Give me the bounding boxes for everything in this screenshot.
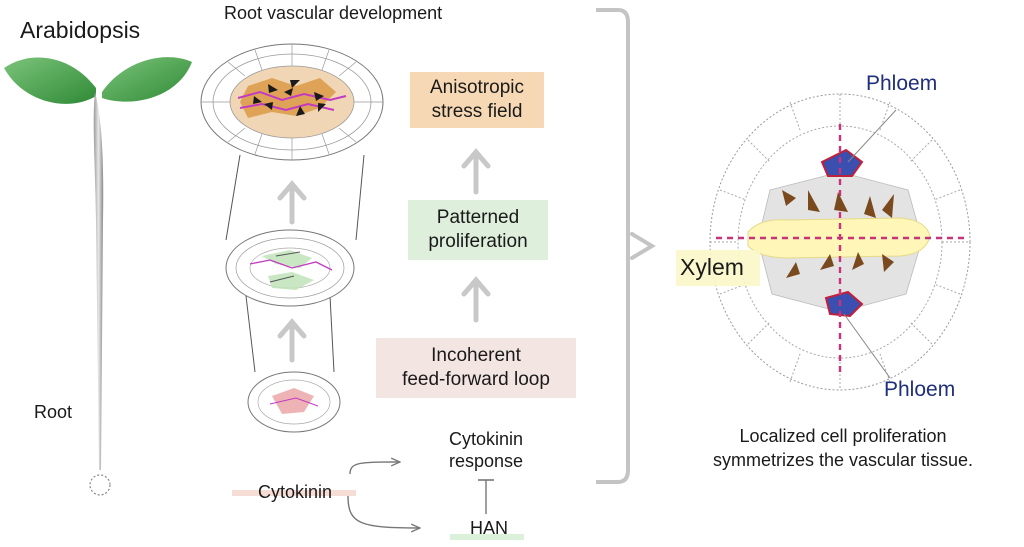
root-section-top bbox=[200, 43, 384, 161]
root-section-bottom bbox=[247, 371, 341, 433]
caption-line2: symmetrizes the vascular tissue. bbox=[712, 450, 974, 470]
step-feed-forward-loop: Incoherent feed-forward loop bbox=[376, 338, 576, 398]
plant-title: Arabidopsis bbox=[20, 17, 141, 43]
bracket bbox=[596, 8, 630, 484]
funnel-line-right-2 bbox=[329, 295, 335, 373]
vascular-section bbox=[676, 93, 971, 391]
seedling-illustration bbox=[4, 57, 192, 496]
phloem-bottom-label: Phloem bbox=[884, 378, 956, 401]
stress-line1: Anisotropic bbox=[430, 77, 524, 98]
loop-line2: feed-forward loop bbox=[402, 369, 550, 390]
prolif-line2: proliferation bbox=[428, 231, 528, 252]
xylem-label: Xylem bbox=[680, 254, 744, 280]
cytokinin-label: Cytokinin bbox=[258, 482, 333, 502]
prolif-line1: Patterned bbox=[436, 207, 520, 228]
phloem-top-label: Phloem bbox=[866, 72, 938, 95]
step-patterned-proliferation: Patterned proliferation bbox=[408, 200, 548, 260]
caption: Localized cell proliferation symmetrizes… bbox=[668, 424, 1018, 472]
section-arrows bbox=[277, 148, 491, 363]
funnel-line-left bbox=[225, 154, 241, 241]
phloem-top-leader bbox=[847, 109, 897, 163]
xylem-label-bg bbox=[676, 250, 760, 286]
bracket-arrow bbox=[630, 232, 656, 260]
phloem-bottom-leader bbox=[843, 313, 891, 379]
regulatory-network bbox=[232, 462, 524, 540]
step-stress-field: Anisotropic stress field bbox=[410, 72, 544, 128]
han-label: HAN bbox=[470, 518, 509, 538]
force-arrows bbox=[782, 190, 894, 278]
phloem-cell-bottom bbox=[824, 290, 864, 318]
root-tip-marker bbox=[89, 474, 111, 496]
funnel-line-left-2 bbox=[245, 295, 256, 373]
right-cotyledon bbox=[102, 57, 192, 102]
cytokinin-response-label: Cytokinin response bbox=[420, 428, 552, 472]
loop-line1: Incoherent bbox=[431, 345, 521, 366]
response-line2: response bbox=[448, 451, 524, 471]
root-section-middle bbox=[225, 229, 355, 307]
development-title: Root vascular development bbox=[224, 3, 443, 23]
hypocotyl-stem bbox=[93, 92, 104, 470]
response-line1: Cytokinin bbox=[448, 429, 524, 449]
left-cotyledon bbox=[4, 57, 96, 104]
root-label: Root bbox=[34, 402, 73, 422]
stress-line2: stress field bbox=[431, 101, 523, 122]
caption-line1: Localized cell proliferation bbox=[739, 426, 947, 446]
phloem-cell-top bbox=[820, 148, 864, 177]
funnel-line-right bbox=[355, 154, 365, 241]
